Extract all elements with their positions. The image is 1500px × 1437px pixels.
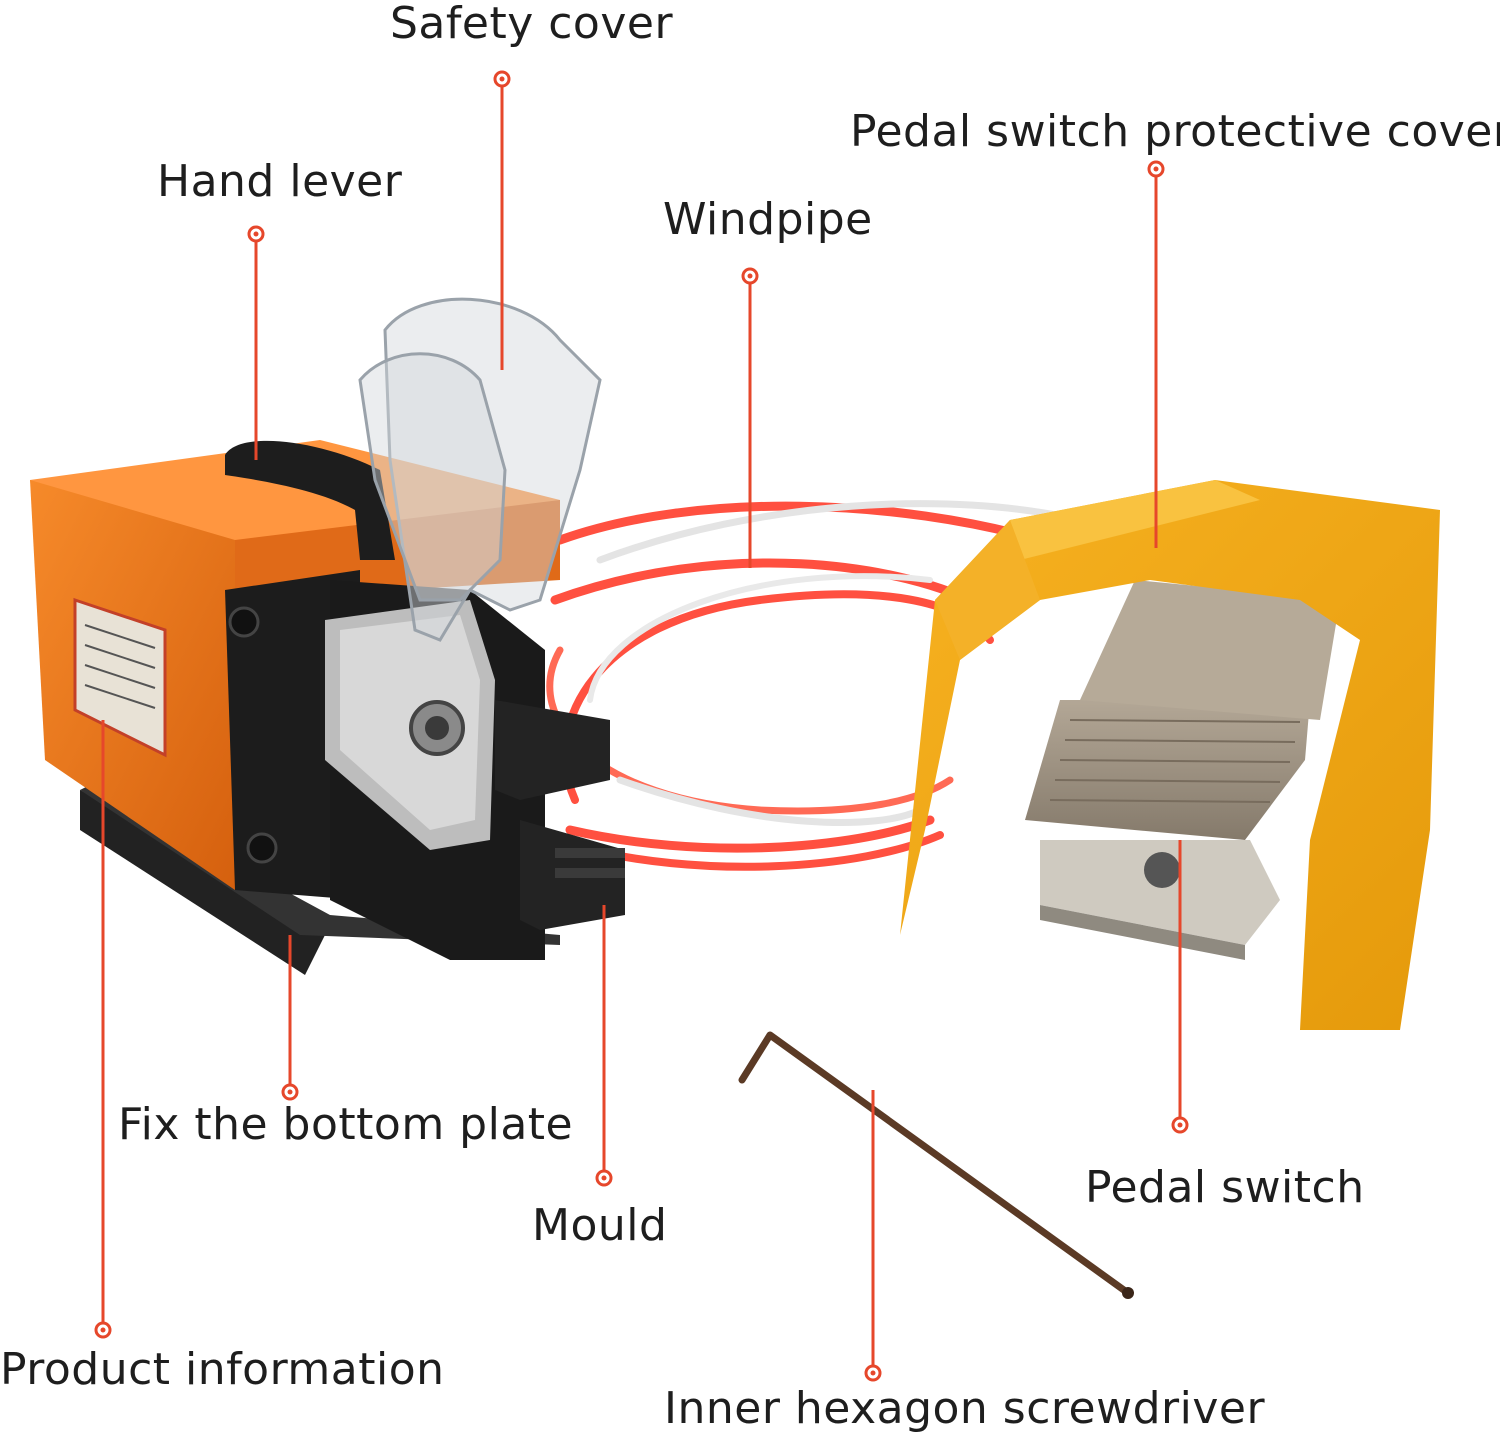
callout-lines	[101, 79, 1182, 1373]
label-mould: Mould	[532, 1200, 668, 1251]
label-hand-lever: Hand lever	[157, 156, 403, 207]
hex-key	[738, 1031, 1132, 1297]
label-windpipe: Windpipe	[663, 194, 873, 245]
label-pedal-switch: Pedal switch	[1085, 1162, 1365, 1213]
crimping-machine	[30, 297, 625, 975]
label-fix-the-bottom-plate: Fix the bottom plate	[118, 1099, 574, 1150]
safety-cover-shape	[358, 297, 602, 642]
label-pedal-switch-protective-cover: Pedal switch protective cover	[850, 106, 1500, 157]
label-product-information: Product information	[0, 1344, 445, 1395]
pedal-switch-assembly	[900, 480, 1440, 1030]
label-inner-hexagon-screwdriver: Inner hexagon screwdriver	[664, 1383, 1266, 1434]
label-safety-cover: Safety cover	[390, 0, 674, 49]
